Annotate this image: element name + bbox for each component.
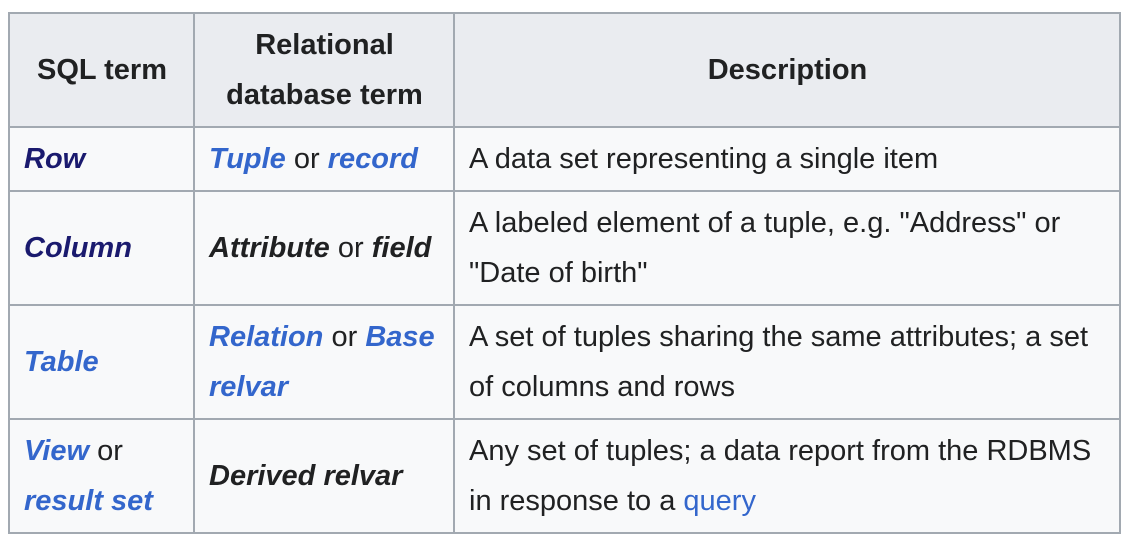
sql-term-cell: Table bbox=[8, 304, 195, 420]
header-relational-term: Relational database term bbox=[193, 12, 455, 128]
sql-terms-table: SQL term Relational database term Descri… bbox=[8, 12, 1121, 534]
sql-term-link[interactable]: Table bbox=[24, 346, 99, 378]
relational-term-link[interactable]: Base relvar bbox=[209, 321, 435, 403]
header-description: Description bbox=[453, 12, 1121, 128]
sql-term-link[interactable]: result set bbox=[24, 485, 153, 517]
description-cell: Any set of tuples; a data report from th… bbox=[453, 418, 1121, 534]
relational-term-cell: Derived relvar bbox=[193, 418, 455, 534]
or-text: or bbox=[329, 232, 372, 264]
relational-term-link[interactable]: record bbox=[327, 143, 418, 175]
header-sql-term: SQL term bbox=[8, 12, 195, 128]
relational-term-link[interactable]: Tuple bbox=[209, 143, 286, 175]
relational-term-text: field bbox=[371, 232, 432, 264]
table-row: Row Tuple or record A data set represent… bbox=[8, 126, 1121, 192]
query-link[interactable]: query bbox=[683, 485, 756, 517]
description-text: Any set of tuples; a data report from th… bbox=[469, 435, 1092, 517]
sql-term-link[interactable]: View bbox=[24, 435, 90, 467]
or-text: or bbox=[323, 321, 366, 353]
relational-term-cell: Tuple or record bbox=[193, 126, 455, 192]
relational-term-text: Attribute bbox=[209, 232, 330, 264]
relational-term-link[interactable]: Relation bbox=[209, 321, 324, 353]
table-row: View or result set Derived relvar Any se… bbox=[8, 418, 1121, 534]
relational-term-cell: Relation or Base relvar bbox=[193, 304, 455, 420]
or-text: or bbox=[285, 143, 328, 175]
description-cell: A labeled element of a tuple, e.g. "Addr… bbox=[453, 190, 1121, 306]
table-row: Column Attribute or field A labeled elem… bbox=[8, 190, 1121, 306]
sql-term-cell: Row bbox=[8, 126, 195, 192]
table-header-row: SQL term Relational database term Descri… bbox=[8, 12, 1121, 128]
table-row: Table Relation or Base relvar A set of t… bbox=[8, 304, 1121, 420]
description-cell: A set of tuples sharing the same attribu… bbox=[453, 304, 1121, 420]
relational-term-text: Derived relvar bbox=[209, 460, 403, 492]
sql-term-link[interactable]: Column bbox=[24, 232, 132, 264]
description-cell: A data set representing a single item bbox=[453, 126, 1121, 192]
sql-term-cell: Column bbox=[8, 190, 195, 306]
or-text: or bbox=[89, 435, 123, 467]
relational-term-cell: Attribute or field bbox=[193, 190, 455, 306]
sql-term-cell: View or result set bbox=[8, 418, 195, 534]
sql-term-link[interactable]: Row bbox=[24, 143, 86, 175]
